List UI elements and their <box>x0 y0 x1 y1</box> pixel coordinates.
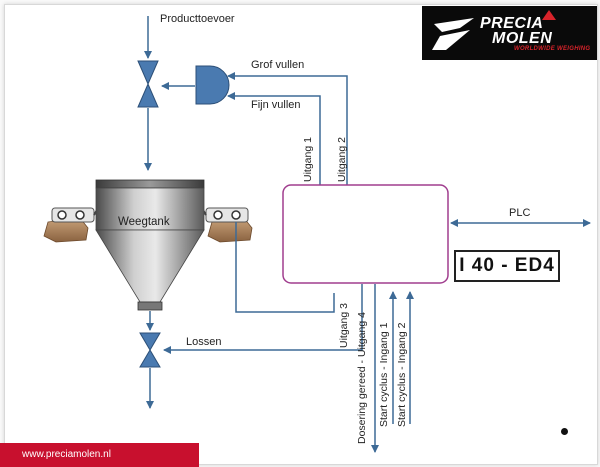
load-cell-left <box>43 204 101 243</box>
fine-fill-label: Fijn vullen <box>251 99 301 111</box>
logo-line-1: PRECIA <box>480 15 544 32</box>
input-1-label: Start cyclus - Ingang 1 <box>378 322 390 427</box>
discharge-signal-line <box>163 284 363 354</box>
logo-line-2: MOLEN <box>492 30 553 47</box>
logo-mark-icon <box>432 18 474 50</box>
input-2-label: Start cyclus - Ingang 2 <box>396 322 408 427</box>
tank-signal-line <box>235 222 335 313</box>
controller-box <box>282 184 449 284</box>
discharge-label: Lossen <box>186 336 222 348</box>
model-label: I 40 - ED4 <box>454 250 560 282</box>
logo-accent-icon <box>542 10 556 20</box>
company-logo[interactable]: PRECIA MOLEN WORLDWIDE WEIGHING <box>422 6 597 60</box>
plc-label: PLC <box>509 207 531 219</box>
discharge-valve[interactable] <box>139 332 161 368</box>
footer-url-link[interactable]: www.preciamolen.nl <box>22 449 111 460</box>
fine-fill-line <box>227 92 321 185</box>
output-1-label: Uitgang 1 <box>302 137 314 182</box>
logo-tagline: WORLDWIDE WEIGHING <box>514 46 591 52</box>
output-3-label: Uitgang 3 <box>338 303 350 348</box>
load-cell-right <box>199 204 253 243</box>
feed-valve[interactable] <box>137 60 159 108</box>
coarse-fill-line <box>227 72 348 185</box>
output-4-label: Dosering gereed - Uitgang 4 <box>356 312 368 444</box>
output-2-label: Uitgang 2 <box>336 137 348 182</box>
bullet-dot <box>561 428 568 435</box>
coarse-fill-label: Grof vullen <box>251 59 305 71</box>
footer-bar: www.preciamolen.nl <box>0 443 199 467</box>
weigh-tank <box>95 179 205 311</box>
valve-actuator[interactable] <box>195 65 230 105</box>
weigh-tank-label: Weegtank <box>118 216 170 228</box>
product-feed-label: Producttoevoer <box>160 13 235 25</box>
